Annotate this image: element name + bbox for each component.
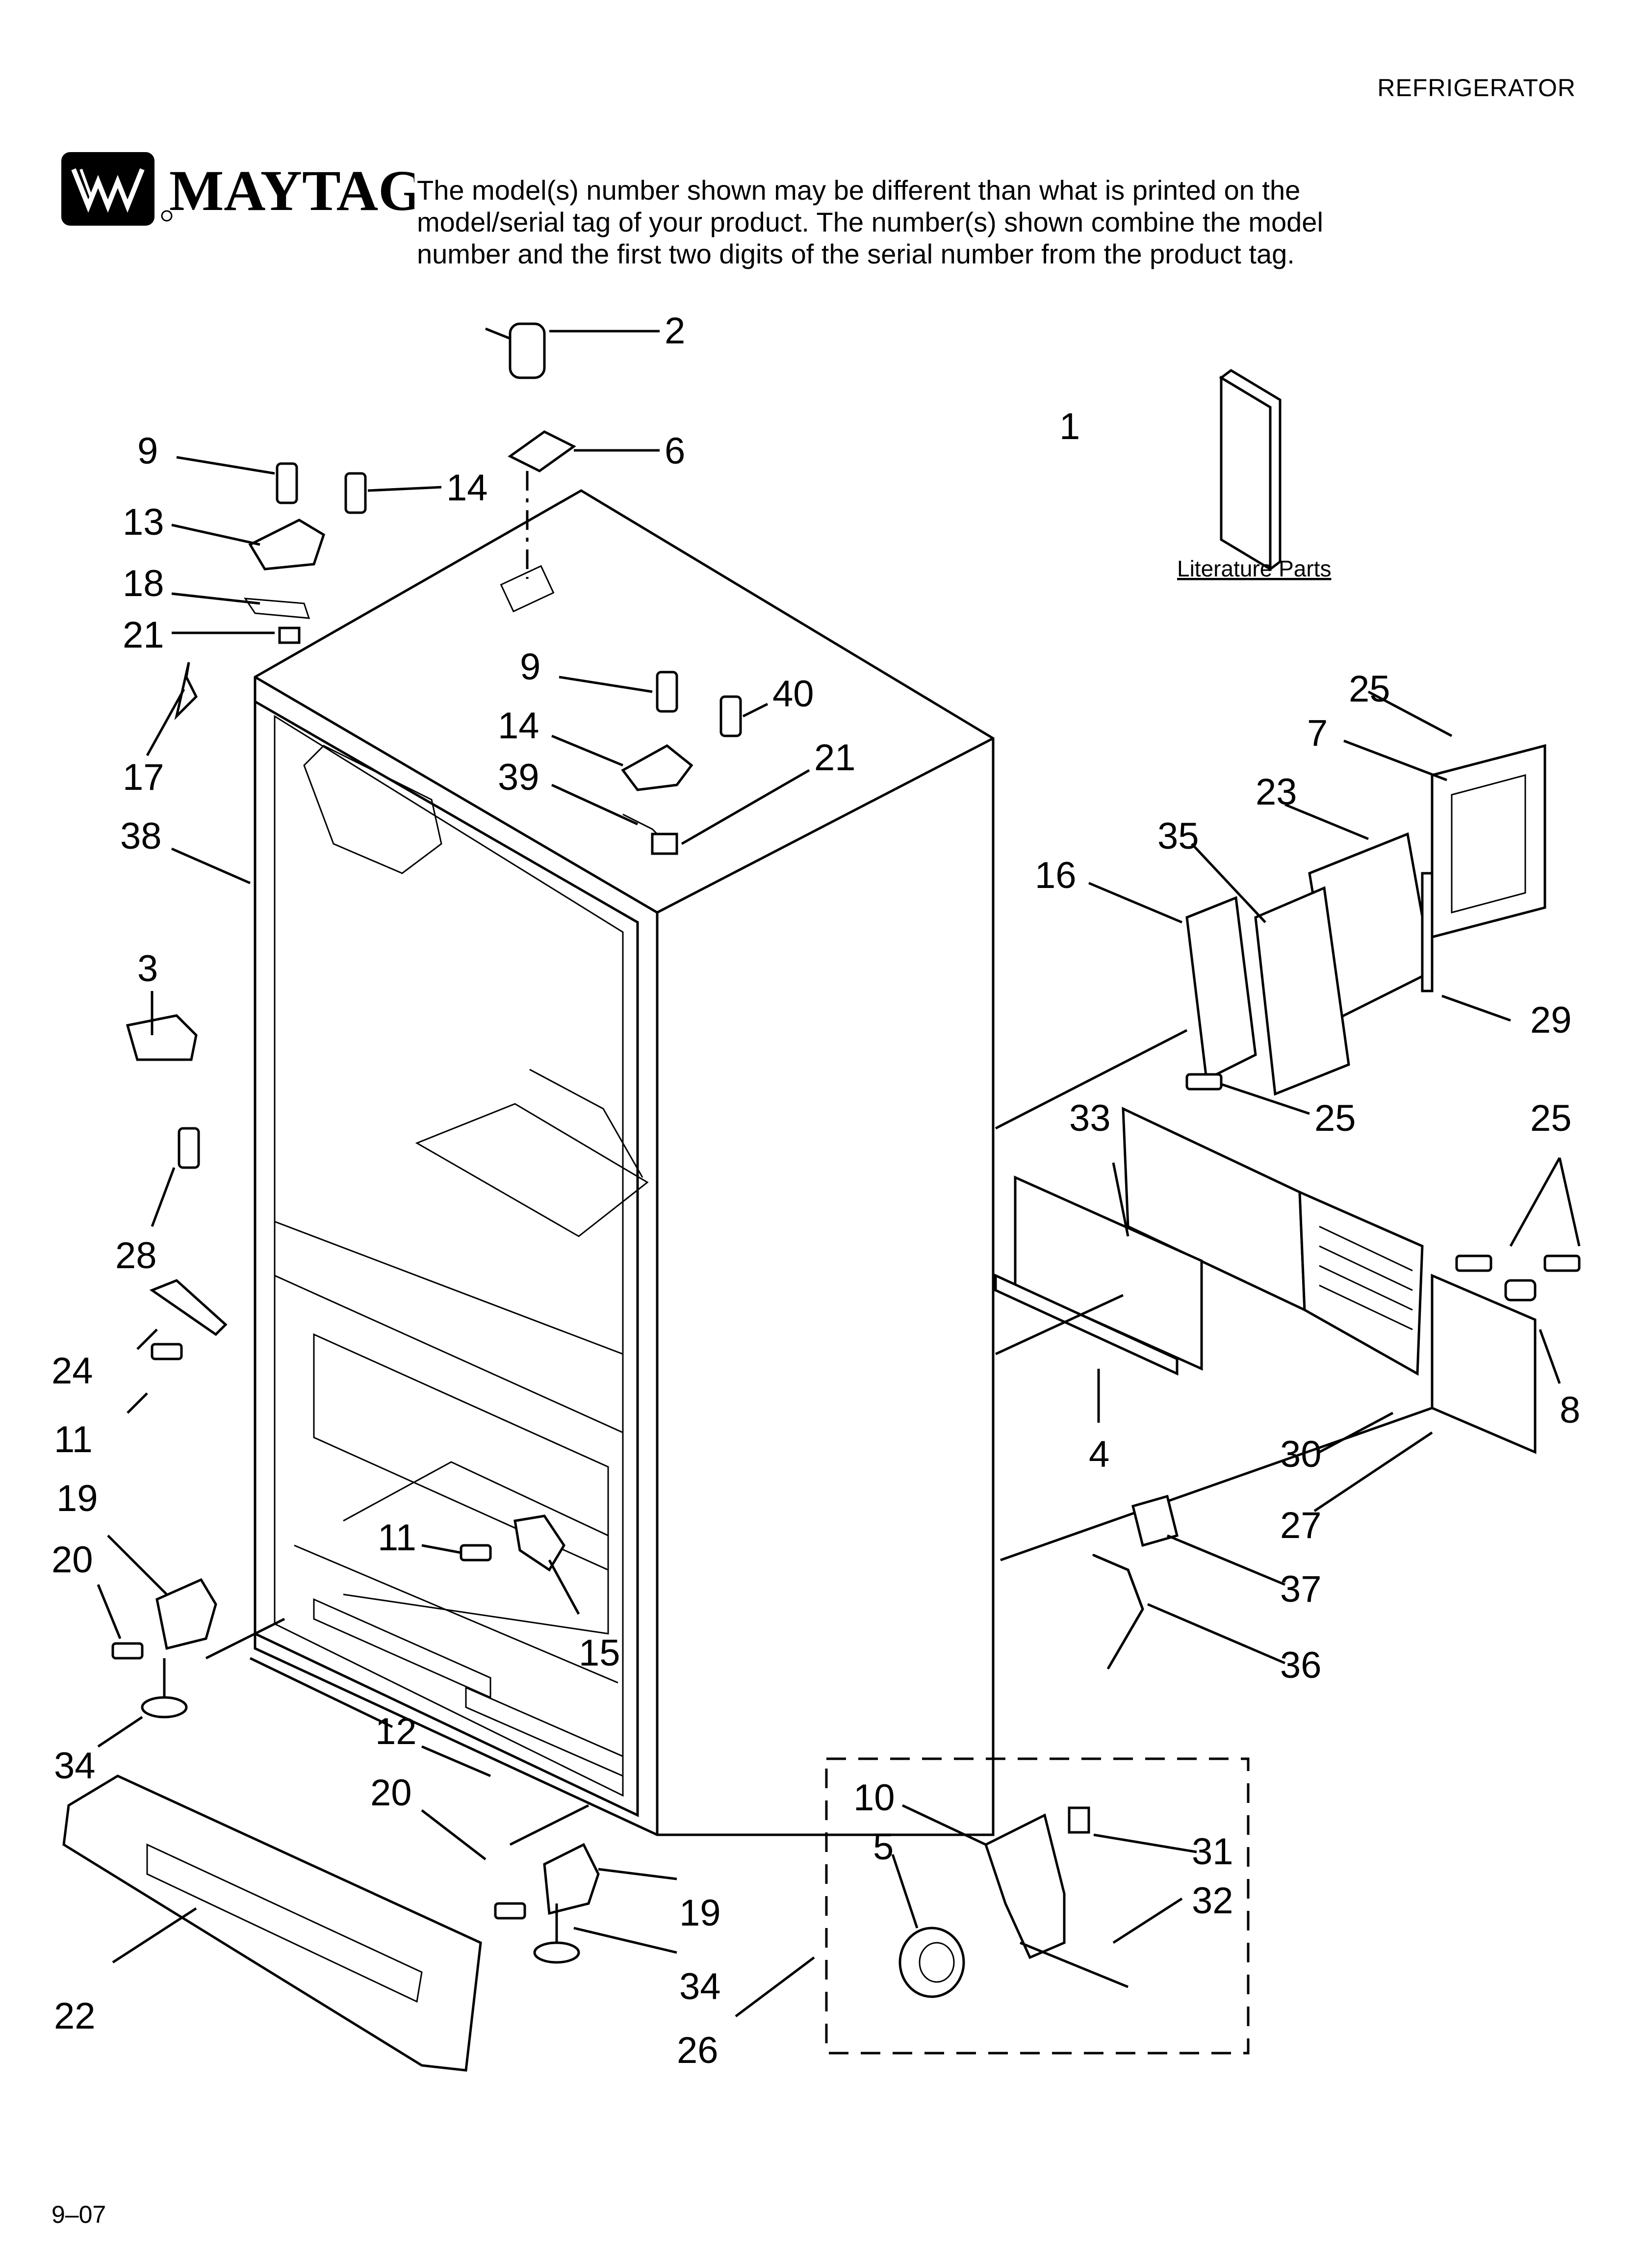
callout-39: 39	[498, 756, 539, 798]
refrigerator-cabinet	[254, 489, 995, 1836]
hardware-parts	[111, 322, 742, 1964]
maytag-logo: MAYTAG	[61, 147, 423, 231]
callout-28: 28	[115, 1235, 157, 1277]
callout-13: 13	[123, 501, 164, 543]
literature-caption: Literature Parts	[1177, 556, 1331, 581]
callout-21: 21	[123, 614, 164, 656]
callout-2: 2	[665, 310, 685, 352]
callout-3: 3	[137, 948, 158, 990]
callout-14b: 14	[498, 705, 539, 747]
callout-leaders	[97, 330, 1581, 2017]
callout-24: 24	[51, 1350, 93, 1392]
callout-6: 6	[665, 430, 685, 472]
callout-33: 33	[1069, 1097, 1111, 1139]
callout-4: 4	[1089, 1434, 1109, 1475]
callout-21b: 21	[814, 737, 856, 779]
callout-35: 35	[1157, 815, 1199, 857]
callout-labels: 1 2 6 9 14 13 18 21 17 38 9 40 14 39 21 …	[51, 310, 1580, 2071]
callout-26: 26	[677, 2030, 718, 2071]
callout-5: 5	[873, 1826, 894, 1868]
callout-11: 11	[54, 1419, 93, 1460]
callout-20: 20	[51, 1539, 93, 1581]
callout-7: 7	[1307, 712, 1328, 754]
callout-19b: 19	[679, 1892, 721, 1934]
callout-34b: 34	[679, 1966, 721, 2007]
callout-25b: 25	[1314, 1097, 1356, 1139]
callout-9b: 9	[520, 646, 540, 688]
callout-29: 29	[1530, 999, 1572, 1041]
callout-18: 18	[123, 563, 164, 604]
callout-15: 15	[579, 1632, 620, 1674]
callout-22: 22	[54, 1995, 96, 2037]
callout-12: 12	[375, 1711, 417, 1752]
callout-19: 19	[56, 1478, 98, 1519]
callout-25: 25	[1349, 668, 1390, 710]
callout-16: 16	[1035, 855, 1077, 896]
callout-10: 10	[853, 1777, 895, 1819]
callout-36: 36	[1280, 1644, 1322, 1686]
control-assembly	[994, 744, 1581, 1669]
callout-23: 23	[1256, 771, 1297, 813]
callout-11b: 11	[378, 1517, 416, 1559]
brand-wordmark: MAYTAG	[169, 158, 414, 223]
section-title: REFRIGERATOR	[1377, 74, 1576, 102]
grille-kick-plate	[62, 1774, 482, 2072]
callout-27: 27	[1280, 1505, 1322, 1546]
callout-9: 9	[137, 430, 158, 472]
callout-1: 1	[1059, 406, 1080, 447]
callout-32: 32	[1192, 1880, 1233, 1922]
wheel-assembly-inset	[825, 1757, 1250, 2055]
callout-25c: 25	[1530, 1097, 1572, 1139]
callout-17: 17	[123, 756, 164, 798]
callout-31: 31	[1192, 1831, 1233, 1873]
model-number-notice: The model(s) number shown may be differe…	[417, 175, 1323, 269]
literature-parts: Literature Parts	[1177, 368, 1331, 581]
callout-30: 30	[1280, 1434, 1322, 1475]
callout-14: 14	[446, 467, 488, 509]
callout-20b: 20	[370, 1772, 412, 1814]
callout-37: 37	[1280, 1568, 1322, 1610]
callout-38: 38	[120, 815, 162, 857]
callout-34: 34	[54, 1745, 96, 1787]
callout-8: 8	[1560, 1389, 1580, 1431]
callout-40: 40	[772, 673, 814, 715]
date-code: 9–07	[51, 2201, 106, 2228]
